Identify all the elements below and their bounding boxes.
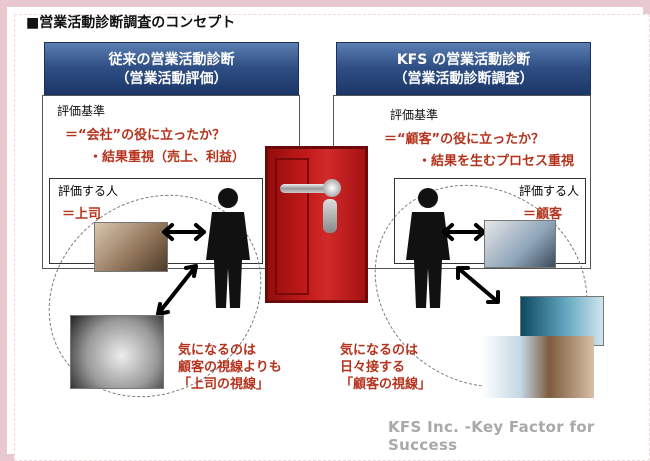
person-silhouette-left — [206, 188, 250, 308]
left-concern-line1: 気になるのは — [178, 343, 257, 358]
boss-meeting-photo — [94, 222, 168, 272]
right-header-line1: KFS の営業活動診断 — [396, 52, 531, 68]
right-evaluator-label: 評価する人 — [519, 184, 580, 198]
right-criteria-label: 評価基準 — [390, 108, 439, 122]
right-concern-text: 気になるのは 日々接する 「顧客の視線」 — [340, 342, 431, 393]
right-header-line2: （営業活動診断調査） — [393, 71, 534, 87]
right-concern-line2: 日々接する — [340, 360, 406, 375]
right-concern-line1: 気になるのは — [340, 343, 419, 358]
footer-tagline: KFS Inc. -Key Factor for Success — [388, 418, 595, 454]
double-arrow-diagonal-right-icon — [456, 266, 500, 304]
left-header: 従来の営業活動診断 （営業活動評価） — [44, 42, 299, 98]
customer-meeting-photo — [484, 220, 556, 268]
right-header: KFS の営業活動診断 （営業活動診断調査） — [336, 42, 591, 98]
right-evaluator-value: ＝顧客 — [523, 207, 563, 222]
double-arrow-diagonal-left-icon — [156, 264, 198, 316]
door-lock-plate — [323, 199, 337, 233]
left-criteria-value: ＝“会社”の役に立ったか？ — [65, 128, 226, 143]
door-image — [265, 146, 368, 303]
door-knob — [323, 179, 341, 197]
double-arrow-horizontal-right-icon — [442, 223, 486, 241]
left-concern-line3: 「上司の視線」 — [178, 377, 270, 392]
customer-eye-photo — [482, 336, 594, 398]
person-silhouette-right — [406, 188, 450, 308]
left-criteria-label: 評価基準 — [57, 104, 106, 118]
left-criteria-sub: ・結果重視（売上、利益） — [89, 150, 246, 165]
door-panel — [275, 158, 309, 295]
left-header-line2: （営業活動評価） — [115, 71, 228, 87]
door-handle — [280, 184, 332, 193]
right-concern-line3: 「顧客の視線」 — [340, 377, 432, 392]
left-header-line1: 従来の営業活動診断 — [108, 52, 235, 68]
left-evaluator-label: 評価する人 — [58, 184, 119, 198]
left-concern-line2: 顧客の視線よりも — [178, 360, 282, 375]
peering-man-photo — [70, 315, 164, 389]
double-arrow-horizontal-left-icon — [162, 223, 206, 241]
right-criteria-sub: ・結果を生むプロセス重視 — [418, 154, 575, 169]
left-evaluator-value: ＝上司 — [62, 207, 102, 222]
right-criteria-value: ＝“顧客”の役に立ったか？ — [384, 132, 545, 147]
left-concern-text: 気になるのは 顧客の視線よりも 「上司の視線」 — [178, 342, 282, 393]
page-title: ■営業活動診断調査のコンセプト — [26, 15, 236, 31]
